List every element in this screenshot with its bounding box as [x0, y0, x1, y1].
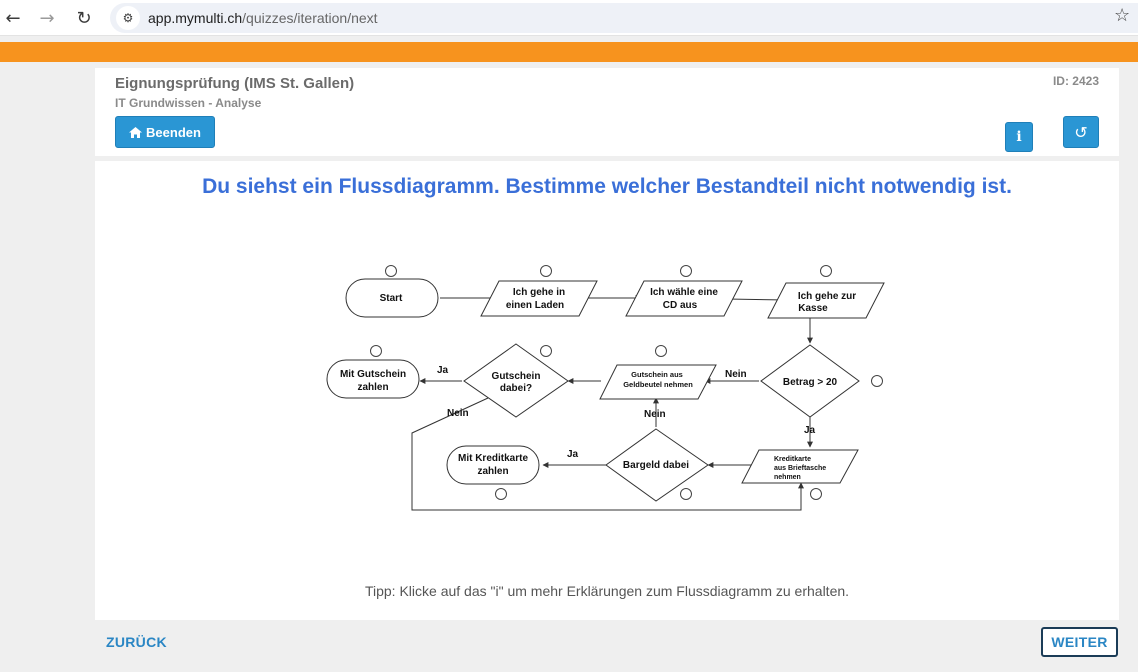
edge-label-ja: Ja — [437, 365, 449, 376]
end-button[interactable]: Beenden — [115, 116, 215, 148]
decision3-label: Bargeld dabei — [623, 460, 689, 471]
bookmark-star-icon[interactable]: ☆ — [1114, 5, 1131, 26]
step5-line1: Kreditkarte — [774, 456, 811, 463]
edge-label-nein: Nein — [447, 408, 469, 419]
process-step-take-credit-card — [741, 449, 859, 484]
process-step-enter-store — [480, 280, 598, 317]
end1-line2: zahlen — [357, 382, 388, 393]
end1-line1: Mit Gutschein — [340, 369, 406, 380]
radio-go-to-checkout[interactable] — [820, 265, 832, 277]
step3-line1: Ich gehe zur — [798, 291, 856, 302]
step4-line2: Geldbeutel nehmen — [623, 380, 693, 389]
step1-line2: einen Laden — [506, 300, 564, 311]
step2-line1: Ich wähle eine — [650, 287, 718, 298]
home-icon — [129, 126, 143, 138]
radio-choose-cd[interactable] — [680, 265, 692, 277]
next-button[interactable]: WEITER — [1041, 627, 1118, 657]
reset-button[interactable]: ↺ — [1063, 116, 1099, 148]
step2-line2: CD aus — [663, 300, 698, 311]
info-icon: i — [1016, 129, 1022, 145]
step4-line1: Gutschein aus — [631, 370, 683, 379]
radio-take-credit-card[interactable] — [810, 488, 822, 500]
radio-decision-voucher[interactable] — [540, 345, 552, 357]
edge-label-nein: Nein — [725, 369, 747, 380]
decision-voucher — [463, 343, 569, 418]
edge-label-nein: Nein — [644, 409, 666, 420]
radio-decision-amount[interactable] — [871, 375, 883, 387]
info-button[interactable]: i — [1005, 122, 1033, 152]
flowchart: Start Ich gehe in einen Laden Ich wähle … — [326, 265, 885, 511]
quiz-header: Eignungsprüfung (IMS St. Gallen) IT Grun… — [95, 68, 1119, 156]
end-node-voucher — [326, 359, 420, 399]
url-host: app.mymulti.ch — [148, 10, 243, 26]
edge-label-ja: Ja — [567, 449, 579, 460]
quiz-id: ID: 2423 — [1052, 74, 1099, 88]
step3-line2: Kasse — [798, 303, 828, 314]
end-button-label: Beenden — [146, 124, 201, 140]
start-node — [345, 278, 439, 318]
radio-end-voucher[interactable] — [370, 345, 382, 357]
site-settings-icon[interactable]: ⚙ — [116, 6, 140, 30]
step5-line2: aus Brieftasche — [774, 465, 826, 472]
radio-enter-store[interactable] — [540, 265, 552, 277]
brand-strip — [0, 42, 1138, 62]
quiz-title: Eignungsprüfung (IMS St. Gallen) — [115, 75, 355, 92]
address-bar[interactable]: ⚙ app.mymulti.ch/quizzes/iteration/next … — [110, 3, 1138, 33]
decision1-label: Betrag > 20 — [783, 377, 838, 388]
decision2-line1: Gutschein — [492, 371, 541, 382]
decision2-line2: dabei? — [500, 383, 532, 394]
question-text: Du siehst ein Flussdiagramm. Bestimme we… — [202, 175, 1012, 198]
hint-text: Tipp: Klicke auf das "i" um mehr Erkläru… — [364, 583, 850, 599]
end2-line1: Mit Kreditkarte — [458, 453, 528, 464]
url-path: /quizzes/iteration/next — [242, 10, 378, 26]
quiz-subtitle: IT Grundwissen - Analyse — [115, 96, 262, 110]
start-label: Start — [380, 293, 403, 304]
url-text[interactable]: app.mymulti.ch/quizzes/iteration/next — [148, 10, 378, 26]
radio-start[interactable] — [385, 265, 397, 277]
process-step-go-to-checkout — [767, 282, 885, 319]
decision-amount — [760, 344, 860, 418]
back-arrow-icon[interactable]: ← — [5, 7, 21, 29]
end-node-credit-card — [446, 445, 540, 485]
connector — [411, 397, 804, 511]
step5-line3: nehmen — [774, 474, 801, 481]
radio-decision-cash[interactable] — [680, 488, 692, 500]
reload-icon[interactable]: ↻ — [76, 7, 92, 29]
back-button[interactable]: ZURÜCK — [106, 634, 167, 650]
process-step-take-voucher — [599, 364, 717, 400]
browser-toolbar: ← → ↻ ⚙ app.mymulti.ch/quizzes/iteration… — [0, 0, 1138, 36]
radio-take-voucher[interactable] — [655, 345, 667, 357]
step1-line1: Ich gehe in — [513, 287, 565, 298]
radio-end-credit-card[interactable] — [495, 488, 507, 500]
question-card: Du siehst ein Flussdiagramm. Bestimme we… — [95, 161, 1119, 620]
end2-line2: zahlen — [477, 466, 508, 477]
process-step-choose-cd — [625, 280, 743, 317]
decision-cash — [605, 428, 709, 502]
edge-label-ja: Ja — [804, 425, 816, 436]
undo-icon: ↺ — [1074, 122, 1088, 142]
forward-arrow-icon[interactable]: → — [39, 7, 55, 29]
